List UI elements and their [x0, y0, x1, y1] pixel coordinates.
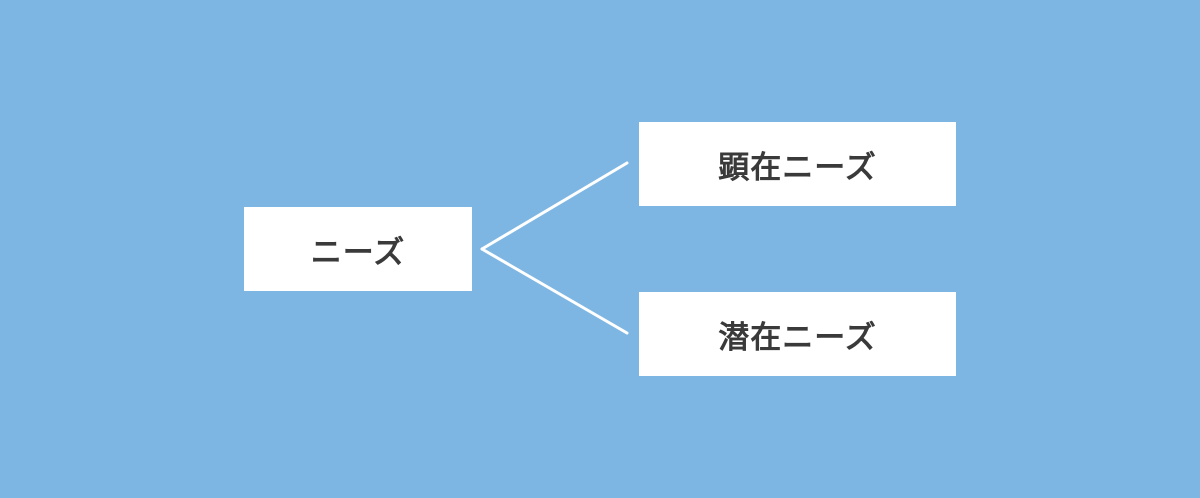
- latent-needs-label: 潜在ニーズ: [718, 319, 877, 356]
- child-node-latent-needs: 潜在ニーズ: [639, 292, 956, 376]
- explicit-needs-label: 顕在ニーズ: [718, 149, 877, 186]
- connector-to-latent-needs: [480, 247, 629, 335]
- root-node-label: ニーズ: [310, 234, 406, 271]
- root-node-needs: ニーズ: [244, 207, 472, 291]
- child-node-explicit-needs: 顕在ニーズ: [639, 122, 956, 206]
- connector-to-explicit-needs: [480, 161, 629, 251]
